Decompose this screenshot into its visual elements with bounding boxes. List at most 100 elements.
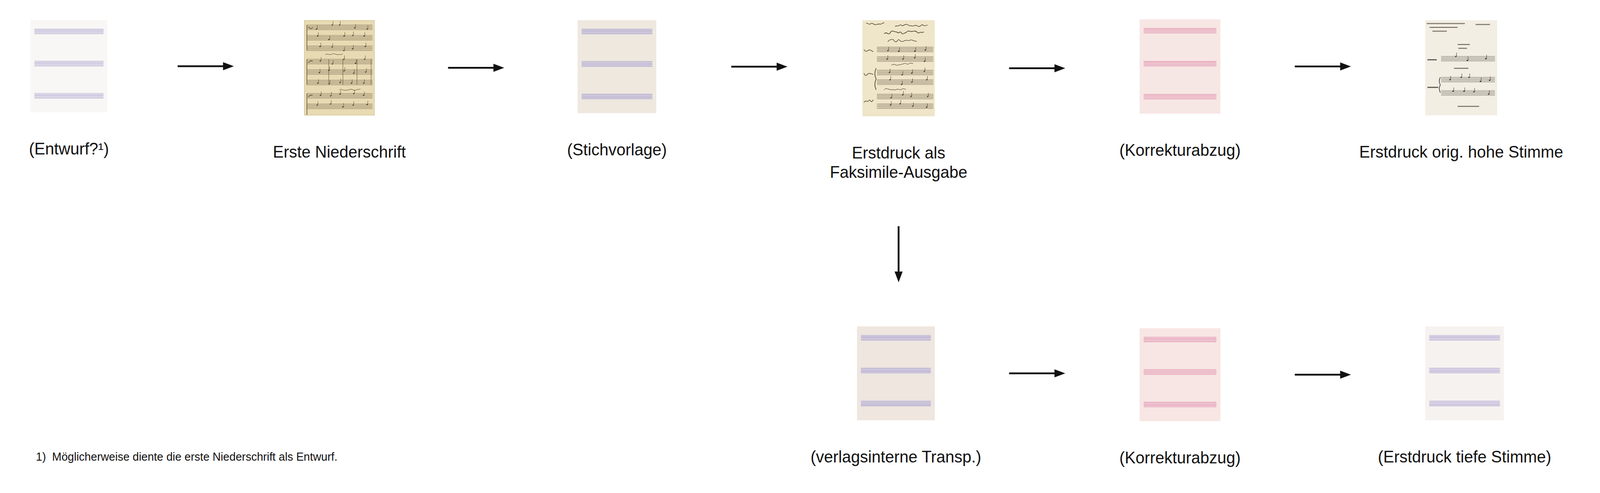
- staff-line: [306, 26, 373, 27]
- note-stem: [1467, 56, 1469, 61]
- sheet-illustration: [1139, 19, 1221, 114]
- staff-line: [306, 97, 373, 99]
- staff-line: [34, 97, 104, 99]
- staff-line: [861, 340, 932, 341]
- staff-line: [306, 48, 373, 49]
- staff-line: [306, 79, 373, 81]
- music-sheet: [861, 335, 932, 407]
- system-bracket: [306, 25, 308, 51]
- staff-line: [34, 33, 104, 34]
- arrow-shaft: [1295, 65, 1342, 68]
- staff-line: [1429, 402, 1501, 403]
- staff-line: [581, 62, 653, 63]
- note-stem: [343, 103, 344, 107]
- staff-line: [876, 106, 934, 107]
- flow-arrow: [1009, 369, 1066, 378]
- note-stem: [356, 59, 357, 64]
- staff-line: [876, 96, 934, 97]
- note-stem: [321, 91, 322, 96]
- staff-line: [306, 62, 373, 63]
- flow-arrow: [1295, 62, 1352, 71]
- note-stem: [331, 100, 332, 104]
- flow-arrow: [177, 62, 235, 71]
- bar-line: [371, 59, 372, 85]
- note-stem: [320, 42, 322, 47]
- staff-line: [876, 51, 934, 53]
- music-sheet: [1426, 22, 1495, 107]
- paper: [1139, 19, 1221, 114]
- staff-line: [876, 84, 934, 85]
- staff-line: [581, 97, 653, 98]
- staff-line: [306, 74, 373, 75]
- music-sheet: [863, 22, 934, 109]
- note-stem: [329, 79, 331, 84]
- flow-arrow: [448, 63, 505, 72]
- print-text: [1458, 47, 1468, 49]
- flow-arrow: [1295, 371, 1352, 380]
- sheet-illustration: [1425, 326, 1504, 421]
- staff-line: [306, 97, 373, 98]
- staff-line: [1143, 63, 1217, 64]
- note-stem: [344, 46, 345, 51]
- staff-line: [1440, 90, 1495, 91]
- staff-line: [34, 61, 104, 63]
- staff-line: [306, 83, 373, 84]
- staff-line: [1429, 405, 1501, 407]
- sheet-illustration: [857, 326, 935, 421]
- staff-line: [1429, 337, 1501, 339]
- staff-line: [34, 32, 104, 33]
- staff-line: [306, 39, 373, 41]
- note-stem: [1489, 90, 1490, 94]
- note-stem: [344, 67, 345, 71]
- staff-line: [1143, 405, 1217, 407]
- staff-line: [306, 61, 373, 62]
- note-stem: [351, 79, 353, 84]
- staff-line: [1440, 93, 1495, 95]
- source-caption: (Korrekturabzug): [1119, 140, 1241, 160]
- staff-line: [306, 35, 373, 36]
- source-caption: Erstdruck orig. hohe Stimme: [1359, 142, 1564, 162]
- staff-line: [861, 405, 932, 407]
- staff-line: [876, 106, 934, 108]
- staff-line: [1143, 370, 1217, 372]
- paper: [857, 326, 935, 421]
- source-caption: Erste Niederschrift: [272, 142, 406, 162]
- source-caption: (Korrekturabzug): [1119, 448, 1241, 468]
- staff-line: [306, 38, 373, 40]
- note-stem: [344, 55, 345, 60]
- handwriting: [866, 22, 884, 25]
- staff-line: [861, 403, 932, 404]
- note-stem: [353, 44, 354, 49]
- staff-line: [34, 94, 104, 95]
- note-stem: [340, 90, 341, 94]
- staff-line: [581, 64, 653, 66]
- staff-line: [1143, 404, 1217, 405]
- staff-line: [34, 28, 104, 30]
- print-text: [1427, 86, 1439, 88]
- staff-line: [1143, 406, 1217, 407]
- staff-line: [861, 336, 932, 337]
- source-thumbnail: (Korrekturabzug): [1139, 328, 1221, 422]
- arrow-head: [1340, 371, 1352, 380]
- staff-line: [861, 369, 932, 370]
- handwriting: [308, 60, 313, 63]
- paper: [304, 20, 375, 116]
- source-caption: (Stichvorlage): [566, 140, 667, 160]
- music-sheet: [1143, 28, 1217, 99]
- print-text: [1454, 67, 1469, 69]
- staff-line: [34, 61, 104, 62]
- staff-line: [876, 108, 934, 109]
- staff-line: [1143, 98, 1217, 100]
- flow-arrow: [1009, 64, 1066, 73]
- staff-line: [34, 96, 104, 98]
- note-stem: [340, 21, 341, 25]
- arrow-head: [1340, 62, 1352, 71]
- note-stem: [1480, 77, 1482, 82]
- note-stem: [911, 92, 912, 97]
- staff-line: [306, 63, 373, 65]
- handwriting: [308, 95, 313, 98]
- handwriting: [894, 24, 928, 27]
- staff-line: [876, 74, 934, 76]
- staff-line: [306, 26, 373, 28]
